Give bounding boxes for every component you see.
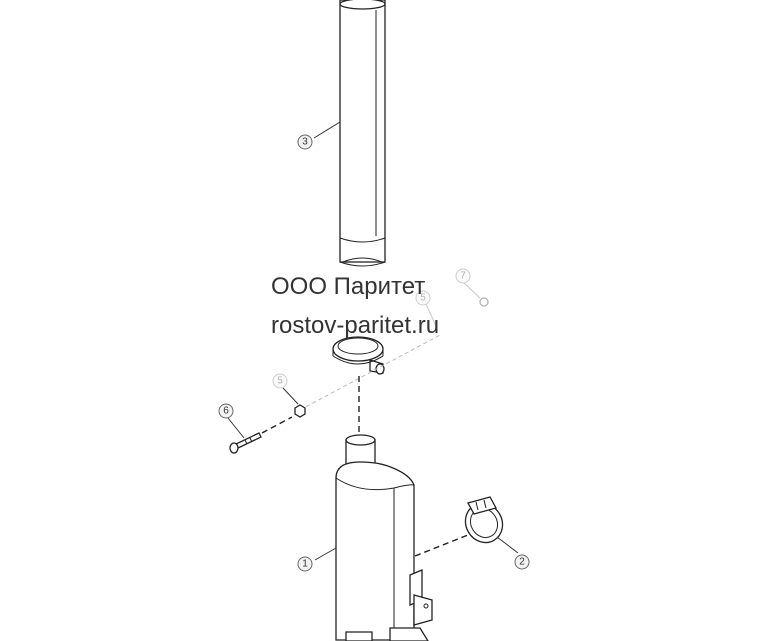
svg-text:5: 5	[277, 376, 283, 387]
pipe-clamp	[332, 336, 385, 375]
callout-6: 6	[218, 403, 234, 419]
watermark-company: ООО Паритет	[271, 273, 425, 300]
leader-line-6	[227, 417, 245, 439]
leader-line-1	[314, 547, 337, 561]
svg-text:6: 6	[223, 406, 229, 417]
watermark: ООО Паритет rostov-paritet.ru	[271, 273, 439, 339]
callout-3: 3	[297, 134, 313, 150]
svg-text:1: 1	[302, 559, 308, 570]
bolt-part-6	[229, 432, 262, 454]
leader-line-5-upper	[425, 303, 437, 327]
callout-7: 7	[455, 268, 471, 284]
leader-line-5-lower	[282, 387, 299, 405]
lower-nut-part-5	[294, 404, 306, 418]
callout-5-lower: 5	[272, 373, 288, 389]
leader-line-2	[496, 536, 519, 554]
svg-text:3: 3	[302, 137, 308, 148]
leader-line-7	[463, 282, 481, 299]
svg-text:5: 5	[420, 293, 426, 304]
leader-line-3	[313, 121, 341, 139]
svg-text:2: 2	[519, 557, 525, 568]
callout-2: 2	[514, 554, 530, 570]
callout-1: 1	[297, 556, 313, 572]
watermark-website: rostov-paritet.ru	[271, 312, 439, 339]
hose-clamp-part-2	[464, 496, 504, 544]
svg-text:7: 7	[460, 271, 466, 282]
callout-5-upper: 5	[415, 290, 431, 306]
muffler-part-1	[335, 434, 433, 641]
upper-nut-part-5	[479, 297, 489, 307]
exhaust-pipe-part-3	[339, 0, 386, 267]
